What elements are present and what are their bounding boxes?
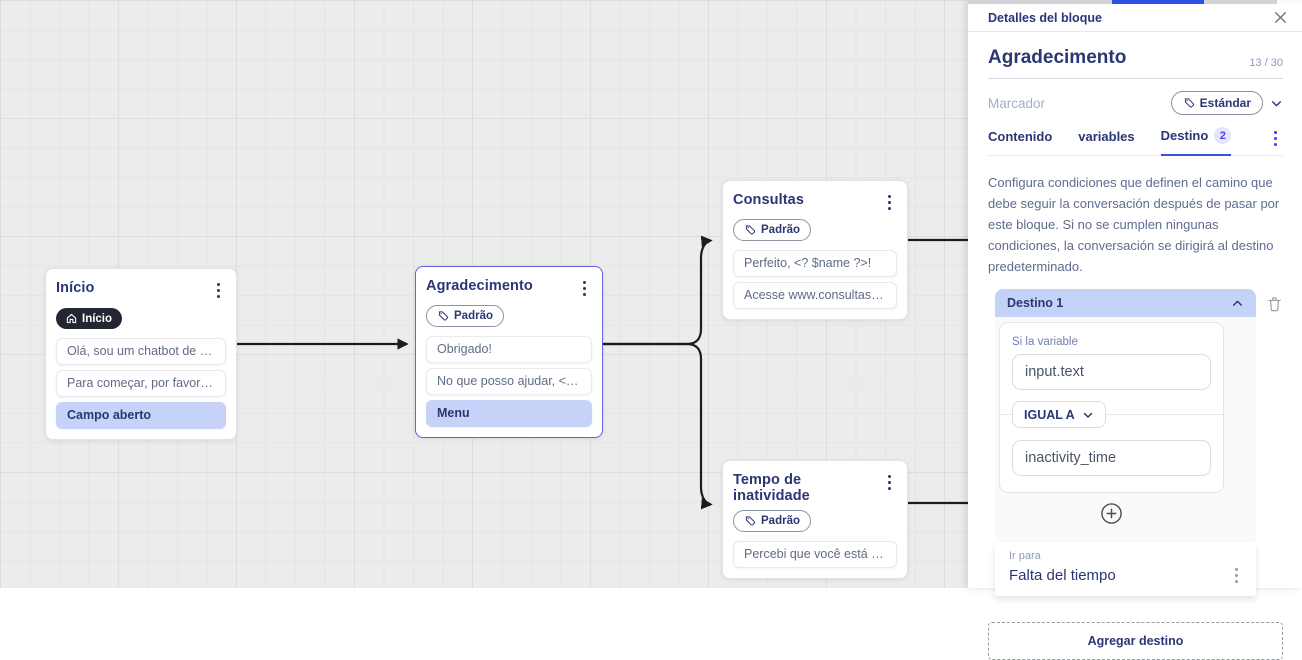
node-consultas[interactable]: Consultas Padrão Perfeito, <? $name ?>! … bbox=[722, 180, 908, 320]
close-icon[interactable] bbox=[1273, 10, 1288, 25]
destination-card: Destino 1 Si la variable IGUAL A bbox=[995, 289, 1256, 596]
go-to-label: Ir para bbox=[1009, 550, 1244, 562]
node-title: Tempo de inatividade bbox=[733, 472, 882, 504]
char-counter: 13 / 30 bbox=[1249, 57, 1283, 69]
destination-description: Configura condiciones que definen el cam… bbox=[988, 172, 1283, 277]
panel-tabs: Contenido variables Destino 2 bbox=[988, 127, 1283, 156]
kebab-menu-icon[interactable] bbox=[577, 278, 592, 299]
edge-agradecimento-consultas bbox=[603, 241, 711, 345]
node-tempo-inatividade[interactable]: Tempo de inatividade Padrão Percebi que … bbox=[722, 460, 908, 579]
home-icon bbox=[66, 313, 77, 324]
node-title: Consultas bbox=[733, 192, 804, 208]
tag-icon bbox=[1183, 97, 1195, 109]
add-condition-button[interactable] bbox=[995, 493, 1256, 542]
block-name-field[interactable]: Agradecimento bbox=[988, 47, 1126, 69]
go-to-kebab-menu-icon[interactable] bbox=[1229, 565, 1244, 586]
destination-header[interactable]: Destino 1 bbox=[995, 289, 1256, 317]
message-row[interactable]: Obrigado! bbox=[426, 336, 592, 363]
message-row[interactable]: Percebi que você está inativo. C... bbox=[733, 541, 897, 568]
go-to-value: Falta del tiempo bbox=[1009, 567, 1116, 584]
condition-variable-label: Si la variable bbox=[1012, 336, 1211, 348]
start-badge: Início bbox=[56, 308, 122, 329]
message-row[interactable]: Para começar, por favor digite o ... bbox=[56, 370, 226, 397]
condition-variable-input[interactable] bbox=[1012, 354, 1211, 390]
marker-value-pill[interactable]: Estándar bbox=[1171, 91, 1263, 115]
message-row-highlighted[interactable]: Campo aberto bbox=[56, 402, 226, 429]
chevron-down-icon bbox=[1082, 409, 1094, 421]
tag-icon bbox=[744, 224, 756, 236]
kebab-menu-icon[interactable] bbox=[211, 280, 226, 301]
node-title: Agradecimento bbox=[426, 278, 533, 294]
marker-label: Marcador bbox=[988, 96, 1045, 111]
node-title: Início bbox=[56, 280, 94, 296]
tab-variables[interactable]: variables bbox=[1078, 129, 1134, 156]
trash-icon bbox=[1266, 295, 1283, 313]
condition-value-input[interactable] bbox=[1012, 440, 1211, 476]
edge-agradecimento-tempo bbox=[603, 344, 711, 505]
tag-icon bbox=[744, 515, 756, 527]
tabs-kebab-menu-icon[interactable] bbox=[1268, 128, 1283, 149]
message-row[interactable]: Perfeito, <? $name ?>! bbox=[733, 250, 897, 277]
operator-dropdown[interactable]: IGUAL A bbox=[1012, 401, 1106, 428]
go-to-section[interactable]: Ir para Falta del tiempo bbox=[995, 542, 1256, 596]
tab-destino[interactable]: Destino 2 bbox=[1161, 127, 1232, 156]
tag-icon bbox=[437, 310, 449, 322]
condition-card: Si la variable IGUAL A bbox=[999, 322, 1224, 493]
kebab-menu-icon[interactable] bbox=[882, 192, 897, 213]
message-row[interactable]: Acesse www.consultas.com par... bbox=[733, 282, 897, 309]
message-row[interactable]: No que posso ajudar, <? $name ... bbox=[426, 368, 592, 395]
kebab-menu-icon[interactable] bbox=[882, 472, 897, 493]
delete-destination-button[interactable] bbox=[1266, 295, 1283, 318]
chevron-up-icon[interactable] bbox=[1231, 297, 1244, 310]
destino-count-badge: 2 bbox=[1214, 127, 1231, 144]
padrao-badge: Padrão bbox=[426, 305, 504, 327]
panel-title: Detalles del bloque bbox=[988, 11, 1102, 25]
message-row-highlighted[interactable]: Menu bbox=[426, 400, 592, 427]
plus-circle-icon bbox=[1100, 502, 1123, 525]
chevron-down-icon[interactable] bbox=[1270, 97, 1283, 110]
padrao-badge: Padrão bbox=[733, 219, 811, 241]
top-tab-strip bbox=[968, 0, 1302, 4]
padrao-badge: Padrão bbox=[733, 510, 811, 532]
node-inicio[interactable]: Início Início Olá, sou um chatbot de tes… bbox=[45, 268, 237, 440]
node-agradecimento[interactable]: Agradecimento Padrão Obrigado! No que po… bbox=[415, 266, 603, 438]
block-details-panel: Detalles del bloque Agradecimento 13 / 3… bbox=[968, 0, 1302, 588]
tab-contenido[interactable]: Contenido bbox=[988, 129, 1052, 156]
message-row[interactable]: Olá, sou um chatbot de teste! bbox=[56, 338, 226, 365]
add-destination-button[interactable]: Agregar destino bbox=[988, 622, 1283, 660]
